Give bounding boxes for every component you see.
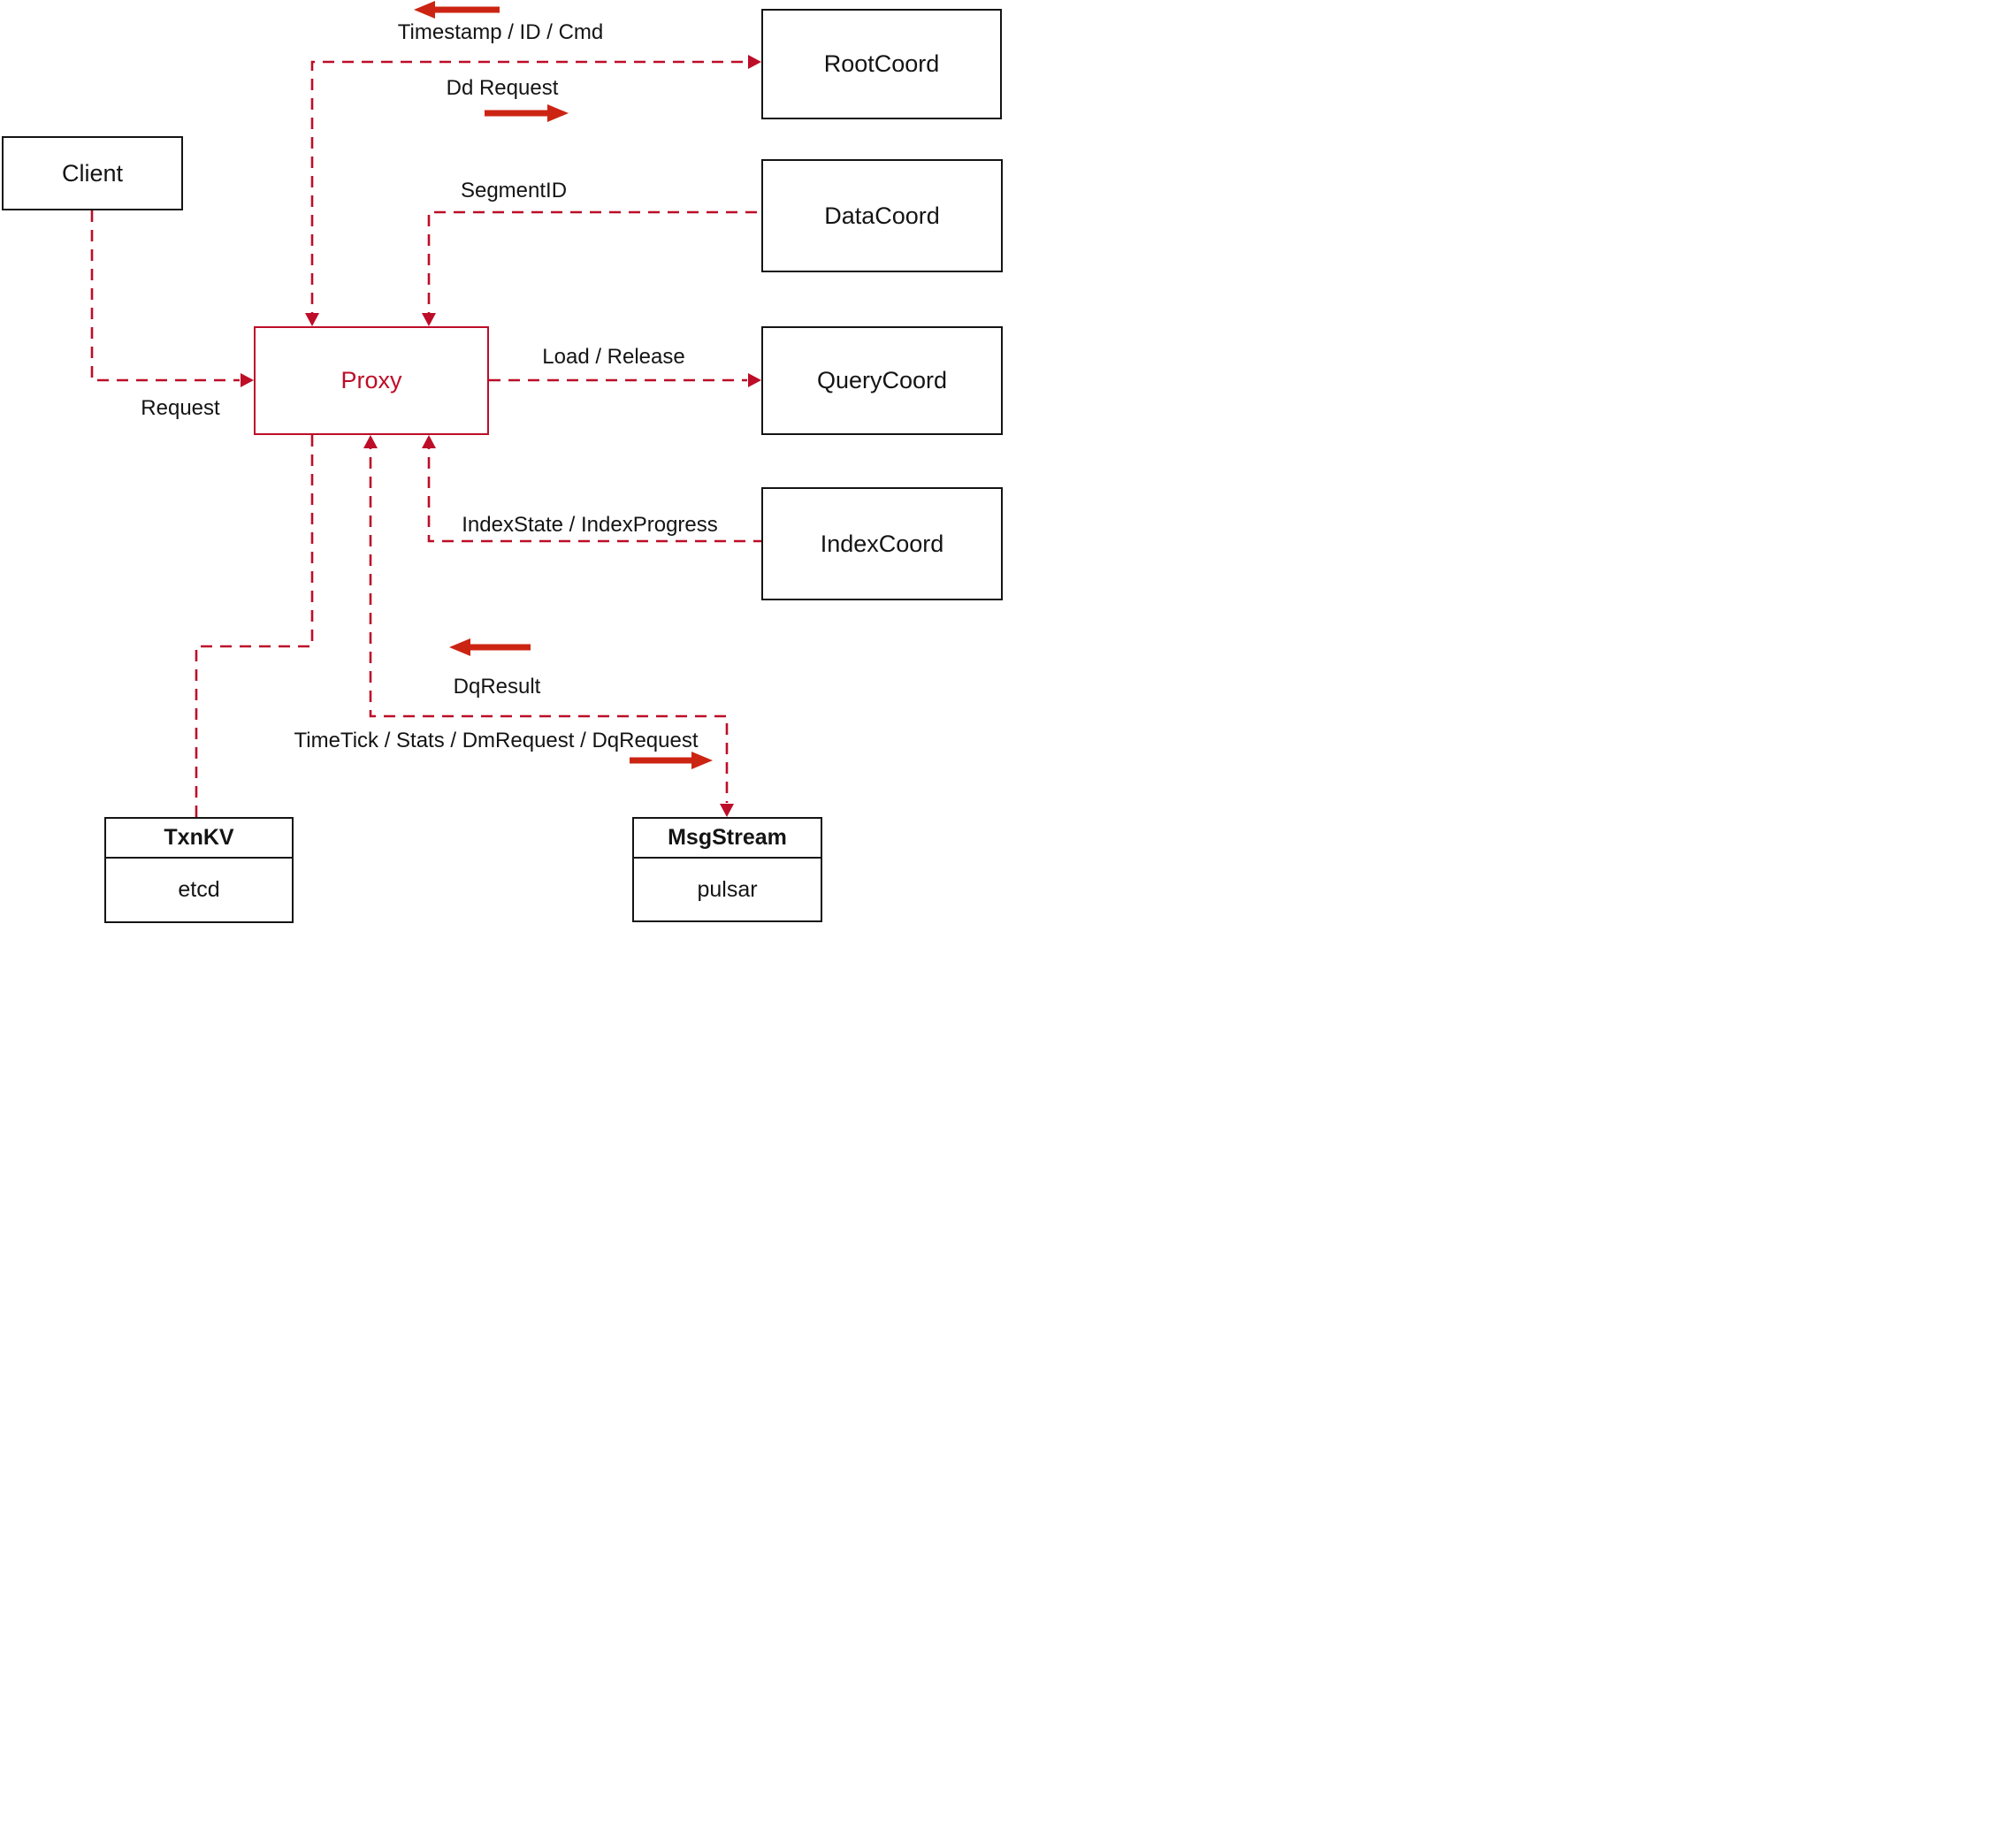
querycoord-label: QueryCoord (816, 367, 948, 393)
arrowhead-into-proxy-top-left (305, 313, 319, 326)
client-proxy-connector (90, 210, 240, 382)
indexcoord-label: IndexCoord (820, 530, 944, 557)
timetick-direction-arrow-right (630, 752, 713, 769)
msgstream-impl: pulsar (697, 876, 758, 902)
arrowhead-into-proxy-left (241, 373, 254, 387)
edge-label-timestamp-id-cmd: Timestamp / ID / Cmd (397, 20, 604, 44)
solid-direction-arrows (414, 1, 713, 769)
arrowhead-into-proxy-bottom-right (422, 435, 436, 448)
edge-label-dd-request: Dd Request (446, 76, 559, 100)
dd-request-direction-arrow-right (485, 104, 569, 122)
msgstream-node: MsgStream pulsar (632, 817, 822, 922)
proxy-node: Proxy (254, 326, 489, 435)
timestamp-direction-arrow-left (414, 1, 500, 19)
proxy-msgstream-connector (369, 438, 729, 803)
rootcoord-node: RootCoord (761, 9, 1002, 119)
edge-label-timetick-stats: TimeTick / Stats / DmRequest / DqRequest (294, 729, 699, 752)
proxy-datacoord-connector (427, 210, 761, 324)
proxy-indexcoord-connector (427, 438, 761, 543)
edge-label-segment-id: SegmentID (460, 179, 568, 202)
proxy-label: Proxy (340, 367, 402, 393)
arrowhead-into-msgstream (720, 804, 734, 817)
arrowhead-into-proxy-bottom-left (363, 435, 378, 448)
client-node: Client (2, 136, 183, 210)
arrowhead-into-rootcoord (748, 55, 761, 69)
arrowhead-into-querycoord (748, 373, 761, 387)
arrowhead-into-proxy-top-right (422, 313, 436, 326)
indexcoord-node: IndexCoord (761, 487, 1003, 600)
querycoord-node: QueryCoord (761, 326, 1003, 435)
edge-label-request: Request (141, 396, 220, 420)
msgstream-title: MsgStream (634, 819, 821, 859)
dq-result-direction-arrow-left (449, 638, 531, 656)
proxy-txnkv-connector (195, 435, 314, 817)
datacoord-node: DataCoord (761, 159, 1003, 272)
edge-label-dq-result: DqResult (453, 675, 541, 699)
edge-label-index-state-progress: IndexState / IndexProgress (462, 513, 718, 537)
rootcoord-label: RootCoord (823, 50, 940, 77)
datacoord-label: DataCoord (824, 202, 940, 229)
connector-layer (90, 1, 761, 817)
client-label: Client (61, 159, 124, 187)
txnkv-node: TxnKV etcd (104, 817, 294, 923)
edge-label-load-release: Load / Release (542, 345, 685, 369)
txnkv-impl: etcd (178, 877, 220, 902)
txnkv-title: TxnKV (106, 819, 292, 859)
architecture-diagram: Client Proxy RootCoord DataCoord QueryCo… (0, 0, 1004, 924)
proxy-rootcoord-connector (310, 60, 747, 324)
